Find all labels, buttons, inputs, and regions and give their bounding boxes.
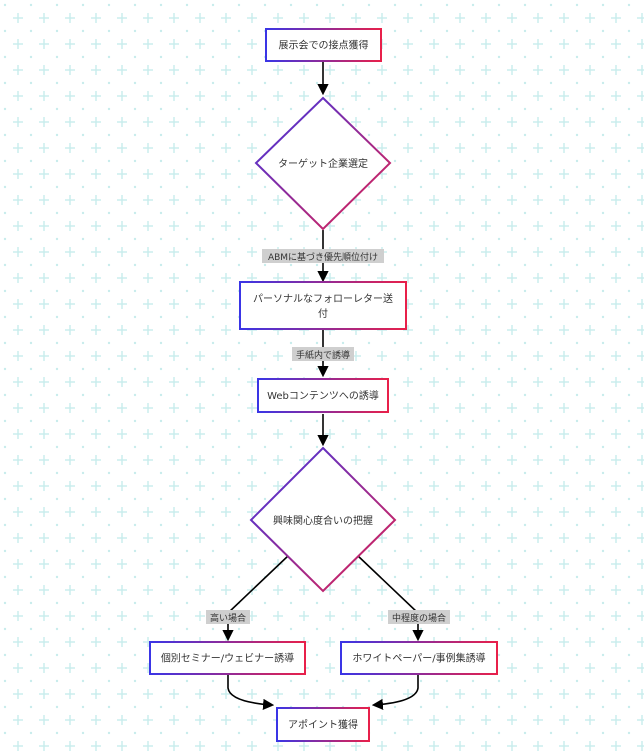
node-label: 個別セミナー/ウェビナー誘導 <box>161 652 294 665</box>
node-label: アポイント獲得 <box>288 718 358 731</box>
edge-label-text: 手紙内で誘導 <box>296 349 350 361</box>
edge-label-text: ABMに基づき優先順位付け <box>268 251 378 263</box>
edge-n7-n8 <box>371 674 419 710</box>
edge-label-e2-3: ABMに基づき優先順位付け <box>262 249 384 263</box>
node-label: 興味関心度合いの把握 <box>273 514 373 527</box>
node-appointment[interactable]: アポイント獲得 <box>276 707 370 742</box>
node-exhibition-contact[interactable]: 展示会での接点獲得 <box>265 28 382 62</box>
node-label: 展示会での接点獲得 <box>279 39 369 52</box>
node-web-content[interactable]: Webコンテンツへの誘導 <box>257 378 389 413</box>
edge-label-e3-4: 手紙内で誘導 <box>292 347 354 361</box>
node-personal-letter[interactable]: パーソナルなフォローレター送 付 <box>239 281 407 330</box>
edge-label-text: 高い場合 <box>210 612 246 624</box>
edge-label-e5-6: 高い場合 <box>206 610 250 624</box>
edge-n6-n8 <box>227 674 275 710</box>
node-interest-level[interactable]: 興味関心度合いの把握 <box>249 446 397 593</box>
node-label: ターゲット企業選定 <box>278 157 368 170</box>
edge-label-text: 中程度の場合 <box>392 612 446 624</box>
node-label: ホワイトペーパー/事例集誘導 <box>352 652 485 665</box>
node-seminar-webinar[interactable]: 個別セミナー/ウェビナー誘導 <box>149 641 306 675</box>
node-whitepaper-casestudy[interactable]: ホワイトペーパー/事例集誘導 <box>340 641 498 675</box>
node-label-line2: 付 <box>318 307 328 320</box>
edge-label-e5-7: 中程度の場合 <box>388 610 450 624</box>
node-label-line1: パーソナルなフォローレター送 <box>253 292 393 305</box>
node-target-selection[interactable]: ターゲット企業選定 <box>254 96 392 231</box>
node-label: Webコンテンツへの誘導 <box>267 389 379 402</box>
